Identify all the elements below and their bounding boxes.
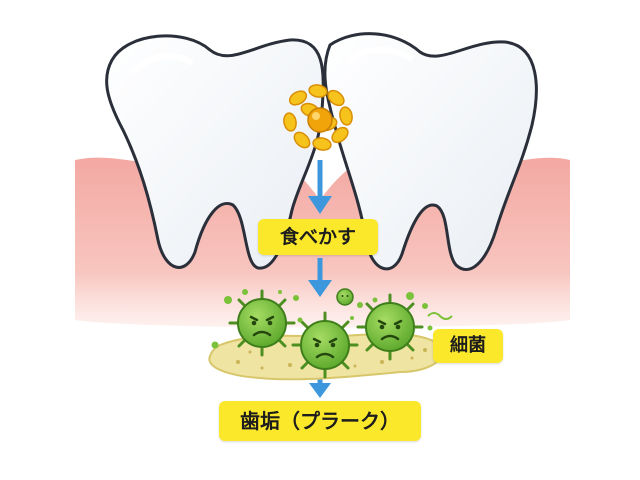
left-tooth (105, 34, 325, 270)
germ-icon (291, 311, 359, 379)
bacteria-label: 細菌 (433, 329, 503, 363)
food-debris-label: 食べかす (258, 219, 378, 255)
right-tooth (323, 32, 538, 271)
food-debris-icon (283, 84, 353, 151)
germ-icon (228, 289, 296, 357)
germ-icon (356, 293, 424, 361)
arrow-food-to-label (308, 160, 332, 214)
small-germ-icon (336, 288, 354, 306)
plaque-label: 歯垢（プラーク） (219, 401, 421, 441)
arrow-label-to-bacteria (308, 258, 332, 297)
germ-specks (211, 289, 433, 349)
bacteria-group (211, 288, 453, 379)
